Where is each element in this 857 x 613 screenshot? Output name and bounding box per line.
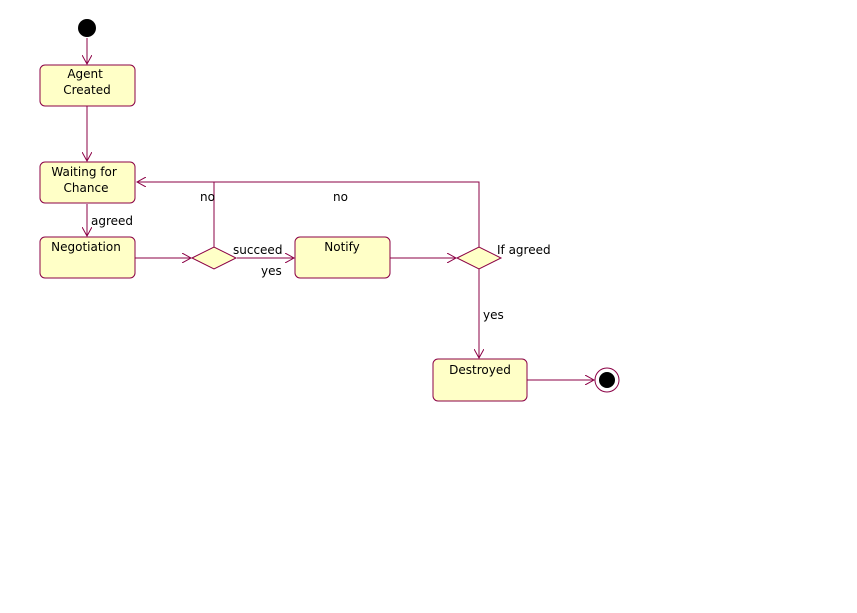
- state-waiting-line-1: Waiting for: [51, 165, 116, 179]
- svg-text:Waiting for Chance: Waiting for Chance: [51, 165, 120, 195]
- svg-text:Agent Created: Agent Created: [63, 67, 111, 97]
- svg-text:Destroyed: Destroyed: [449, 363, 511, 377]
- transition-agreed-no-to-waiting: [214, 181, 480, 247]
- label-no-left: no: [200, 190, 215, 204]
- state-negotiation: Negotiation: [39, 236, 136, 279]
- final-state: [594, 367, 620, 393]
- decision-if-agreed: [455, 246, 503, 270]
- transitions: [87, 38, 594, 380]
- state-destroyed: Destroyed: [432, 358, 528, 402]
- label-no-right: no: [333, 190, 348, 204]
- label-yes-destroy: yes: [483, 308, 504, 322]
- svg-text:Notify: Notify: [324, 240, 359, 254]
- state-waiting-for-chance: Waiting for Chance: [39, 161, 136, 204]
- decision-succeed: [190, 246, 238, 270]
- svg-text:Negotiation: Negotiation: [51, 240, 121, 254]
- state-agent-created: Agent Created: [39, 64, 136, 107]
- initial-state: [78, 19, 96, 37]
- state-agent-created-line-1: Agent: [67, 67, 103, 81]
- label-if-agreed: If agreed: [497, 243, 551, 257]
- state-notify: Notify: [294, 236, 391, 279]
- label-succeed: succeed: [233, 243, 282, 257]
- state-notify-label: Notify: [324, 240, 359, 254]
- state-destroyed-label: Destroyed: [449, 363, 511, 377]
- label-yes-notify: yes: [261, 264, 282, 278]
- state-negotiation-label: Negotiation: [51, 240, 121, 254]
- state-waiting-line-2: Chance: [64, 181, 109, 195]
- state-agent-created-line-2: Created: [63, 83, 111, 97]
- label-agreed: agreed: [91, 214, 133, 228]
